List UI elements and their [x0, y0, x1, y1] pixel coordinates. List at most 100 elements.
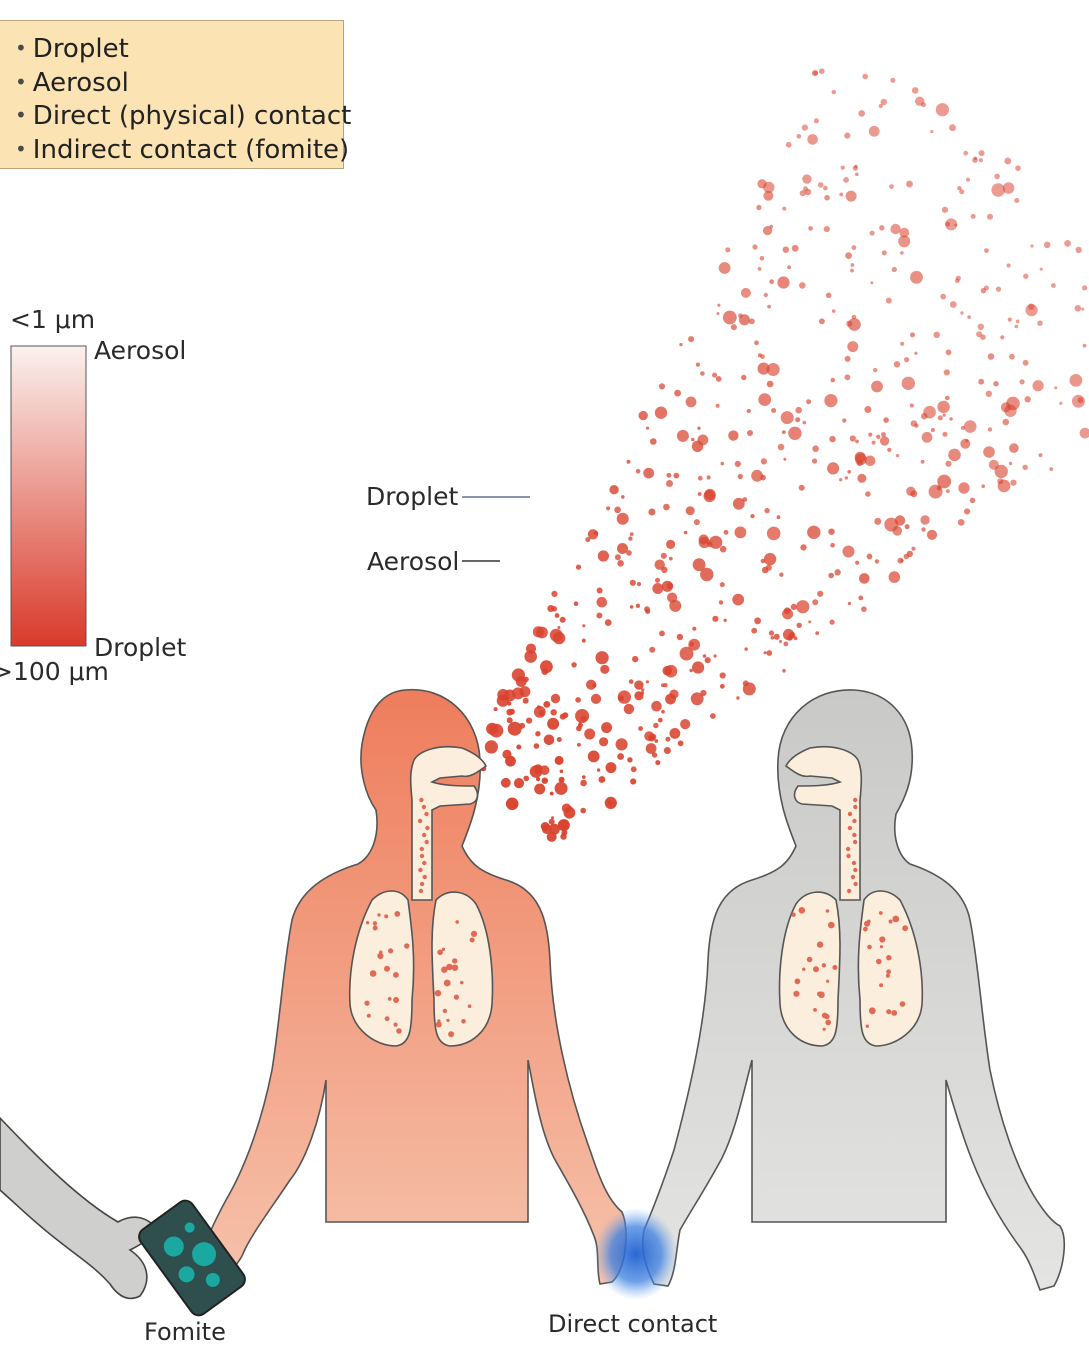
droplet-particle — [733, 498, 745, 510]
droplet-particle — [865, 456, 876, 467]
aerosol-particle — [606, 506, 610, 510]
droplet-particle — [575, 709, 589, 723]
aerosol-particle — [874, 518, 881, 525]
aerosol-particle — [894, 361, 900, 367]
aerosol-particle — [830, 543, 835, 548]
aerosol-particle — [758, 353, 762, 357]
lung-particle — [436, 1022, 442, 1028]
lung-particle — [826, 980, 829, 983]
aerosol-particle — [844, 133, 850, 139]
scale-bottom-size: >100 μm — [0, 657, 109, 686]
aerosol-particle — [578, 723, 583, 728]
droplet-particle — [983, 446, 995, 458]
aerosol-particle — [1020, 379, 1025, 384]
aerosol-particle — [560, 714, 566, 720]
lung-particle — [853, 840, 857, 844]
lung-particle — [435, 990, 441, 996]
aerosol-particle — [842, 418, 846, 422]
aerosol-particle — [783, 247, 789, 253]
aerosol-particle — [1039, 453, 1043, 457]
droplet-particle — [777, 276, 789, 288]
aerosol-particle — [574, 601, 579, 606]
droplet-particle — [869, 126, 880, 137]
aerosol-particle — [519, 723, 525, 729]
lung-particle — [461, 1019, 466, 1024]
aerosol-particle — [758, 267, 762, 271]
aerosol-particle — [648, 509, 655, 516]
droplet-particle — [597, 597, 608, 608]
aerosol-particle — [710, 713, 716, 719]
lung-particle — [444, 980, 451, 987]
lung-particle — [846, 847, 850, 851]
droplet-particle — [501, 778, 511, 788]
aerosol-particle — [890, 78, 895, 83]
aerosol-particle — [689, 642, 694, 647]
droplet-particle — [591, 694, 601, 704]
droplet-particle — [1033, 380, 1044, 391]
mode-droplet: Droplet — [15, 33, 343, 67]
lung-particle — [385, 1016, 390, 1021]
aerosol-particle — [630, 605, 634, 609]
aerosol-particle — [964, 508, 970, 514]
aerosol-particle — [580, 780, 587, 787]
lung-particle — [852, 819, 856, 823]
droplet-particle — [802, 174, 811, 183]
lung-particle — [396, 1028, 402, 1034]
aerosol-particle — [582, 639, 586, 643]
aerosol-particle — [1064, 240, 1071, 247]
aerosol-particle — [887, 448, 891, 452]
aerosol-particle — [996, 287, 1001, 292]
lung-particle — [366, 921, 369, 924]
aerosol-particle — [617, 560, 624, 567]
aerosol-particle — [494, 707, 498, 711]
aerosol-particle — [940, 294, 946, 300]
lung-particle — [824, 1014, 829, 1019]
droplet-particle — [680, 719, 690, 729]
aerosol-particle — [631, 766, 637, 772]
droplet-particle — [666, 540, 675, 549]
lung-particle — [422, 805, 426, 809]
aerosol-particle — [963, 151, 968, 156]
droplet-particle — [1080, 428, 1089, 439]
lung-particle — [876, 959, 882, 965]
mode-aerosol: Aerosol — [15, 67, 343, 101]
aerosol-particle — [764, 508, 769, 513]
aerosol-particle — [830, 620, 835, 625]
droplet-particle — [542, 824, 552, 834]
droplet-particle — [665, 694, 676, 705]
aerosol-particle — [883, 417, 889, 423]
droplet-particle — [763, 182, 774, 193]
aerosol-particle — [627, 460, 631, 464]
aerosol-particle — [934, 332, 940, 338]
aerosol-particle — [697, 427, 700, 430]
droplet-particle — [598, 550, 609, 561]
aerosol-particle — [803, 421, 807, 425]
droplet-particle — [763, 226, 772, 235]
aerosol-particle — [826, 293, 832, 299]
aerosol-particle — [550, 792, 554, 796]
droplet-particle — [534, 784, 545, 795]
aerosol-particle — [667, 473, 672, 478]
aerosol-particle — [700, 371, 705, 376]
aerosol-particle — [632, 656, 638, 662]
aerosol-particle — [802, 125, 808, 131]
aerosol-particle — [808, 620, 811, 623]
aerosol-particle — [900, 342, 904, 346]
lung-particle — [886, 1009, 891, 1014]
aerosol-particle — [855, 173, 859, 177]
aerosol-particle — [669, 557, 673, 561]
lung-particle — [452, 965, 458, 971]
aerosol-particle — [979, 150, 985, 156]
aerosol-particle — [756, 205, 761, 210]
aerosol-particle — [815, 631, 819, 635]
aerosol-particle — [906, 181, 913, 188]
aerosol-particle — [760, 256, 765, 261]
aerosol-particle — [736, 696, 739, 699]
aerosol-particle — [930, 130, 933, 133]
aerosol-particle — [649, 647, 655, 653]
droplet-particle — [550, 629, 563, 642]
lung-particle — [419, 889, 423, 893]
aerosol-particle — [994, 174, 1000, 180]
aerosol-particle — [1003, 419, 1010, 426]
aerosol-particle — [808, 226, 813, 231]
